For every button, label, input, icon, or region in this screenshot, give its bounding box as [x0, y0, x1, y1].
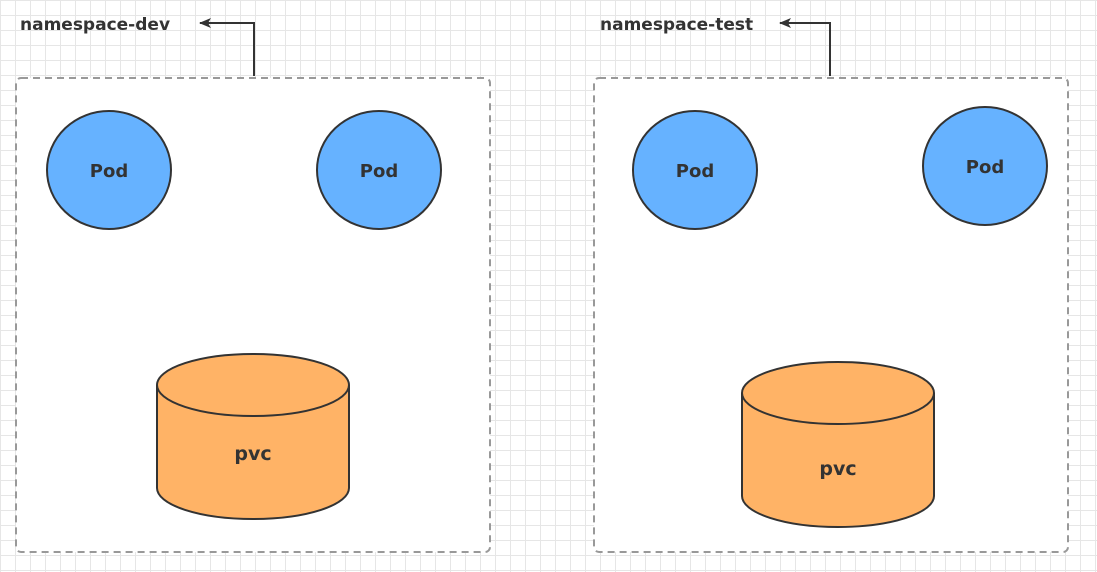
pvc-cylinder — [741, 361, 935, 528]
pvc-label: pvc — [234, 443, 271, 465]
namespace-test-arrow — [779, 18, 831, 76]
pod-node — [922, 106, 1048, 226]
namespace-test-group: namespace-test Pod Pod pvc — [593, 15, 1069, 553]
pod-node — [46, 110, 172, 230]
namespace-test-label: namespace-test — [600, 15, 753, 35]
namespace-dev-label: namespace-dev — [20, 15, 170, 35]
namespace-dev-arrow — [199, 18, 255, 76]
pvc-cylinder — [156, 353, 350, 520]
namespace-dev-group: namespace-dev Pod Pod pvc — [15, 15, 491, 553]
pod-node — [316, 110, 442, 230]
pvc-label: pvc — [819, 458, 856, 480]
pod-label: Pod — [90, 161, 128, 182]
pod-label: Pod — [676, 161, 714, 182]
pod-label: Pod — [360, 161, 398, 182]
pod-label: Pod — [966, 157, 1004, 178]
pod-node — [632, 110, 758, 230]
